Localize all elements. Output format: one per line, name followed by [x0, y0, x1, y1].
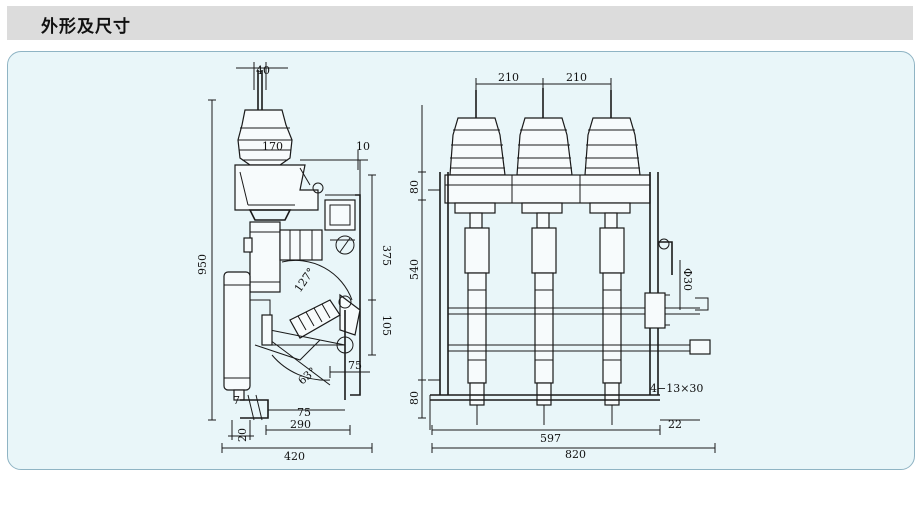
dim-mid-540: 540 — [408, 259, 421, 280]
dim-bottom-7: 7 — [233, 394, 240, 407]
dim-bottom-75a: 75 — [348, 359, 362, 372]
front-view: 210 210 80 540 80 Φ30 4−13×30 597 820 22 — [408, 71, 716, 461]
dim-top-width: 40 — [256, 64, 270, 77]
dim-angle-2: 63° — [296, 365, 319, 387]
dim-top-small: 170 — [262, 140, 283, 153]
dim-bottom-20: 20 — [236, 428, 249, 442]
dim-top-80: 80 — [408, 180, 421, 194]
dim-height-lower: 105 — [380, 315, 393, 336]
dim-height-upper: 375 — [380, 245, 393, 266]
dim-pitch-1: 210 — [498, 71, 519, 84]
dim-depth-290: 290 — [290, 418, 311, 431]
dim-pitch-2: 210 — [566, 71, 587, 84]
dim-depth-420: 420 — [284, 450, 305, 463]
dim-height-total: 950 — [196, 254, 209, 275]
dim-shaft-dia: Φ30 — [681, 268, 694, 291]
dim-slot: 4−13×30 — [650, 382, 703, 395]
dim-bottom-75b: 75 — [297, 406, 311, 419]
dim-bottom-80: 80 — [408, 391, 421, 405]
section-title-bar: 外形及尺寸 — [7, 6, 913, 40]
dim-offset-22: 22 — [668, 418, 682, 431]
section-title: 外形及尺寸 — [41, 17, 131, 37]
dim-angle-1: 127° — [292, 266, 318, 295]
side-view: 40 170 10 950 375 105 127° 63° 75 75 7 2… — [196, 62, 393, 463]
dim-right-top: 10 — [356, 140, 370, 153]
dim-width-820: 820 — [565, 448, 586, 461]
dim-width-597: 597 — [540, 432, 561, 445]
